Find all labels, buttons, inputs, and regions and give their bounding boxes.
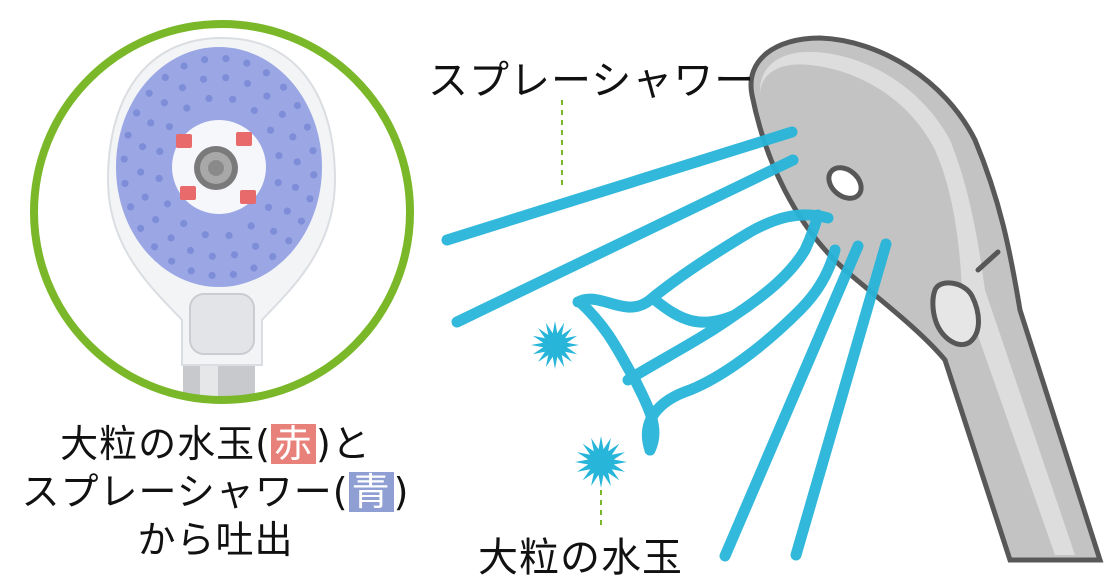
nozzle-hole bbox=[230, 251, 239, 259]
nozzle-hole bbox=[279, 83, 288, 91]
nozzle-hole bbox=[147, 119, 155, 127]
nozzle-hole bbox=[124, 131, 132, 139]
caption-line-1: 大粒の水玉(赤)と bbox=[60, 422, 371, 466]
nozzle-hole bbox=[139, 143, 147, 151]
nozzle-hole bbox=[278, 110, 286, 118]
blue-tag: 青 bbox=[348, 472, 394, 512]
spray-shower-label: スプレーシャワー bbox=[428, 58, 756, 104]
caption-line-2: スプレーシャワー(青) bbox=[21, 470, 410, 514]
nozzle-hole bbox=[168, 257, 176, 265]
nozzle-hole bbox=[167, 234, 175, 242]
nozzle-hole bbox=[178, 84, 186, 92]
nozzle-hole bbox=[243, 79, 252, 88]
spray-stream bbox=[451, 154, 799, 328]
nozzle-hole bbox=[127, 203, 135, 211]
side-switch-button bbox=[930, 280, 981, 347]
shower-face-inset bbox=[30, 20, 414, 404]
droplet-nozzle-red bbox=[180, 186, 196, 200]
shower-head-side bbox=[748, 35, 1104, 563]
spray-streams bbox=[441, 126, 892, 562]
nozzle-hole bbox=[145, 89, 153, 97]
droplet-burst-icon bbox=[531, 321, 627, 488]
spray-stream bbox=[719, 240, 864, 562]
spray-stream bbox=[441, 126, 798, 246]
droplet-wave bbox=[641, 244, 841, 456]
nozzle-hole bbox=[262, 69, 270, 77]
nozzle-hole bbox=[293, 158, 301, 166]
nozzle-hole bbox=[120, 155, 128, 163]
nozzle-hole bbox=[160, 99, 168, 107]
nozzle-hole bbox=[306, 195, 314, 203]
nozzle-hole bbox=[163, 200, 172, 208]
nozzle-hole bbox=[283, 207, 291, 215]
nozzle-hole bbox=[222, 74, 230, 82]
nozzle-hole bbox=[264, 203, 273, 211]
nozzle-hole bbox=[309, 147, 317, 155]
nozzle-hole bbox=[274, 179, 282, 187]
droplet-wave bbox=[622, 209, 824, 386]
nozzle-hole bbox=[121, 179, 129, 187]
nozzle-hole bbox=[180, 219, 188, 228]
nozzle-hole bbox=[165, 123, 174, 131]
nozzle-hole bbox=[243, 59, 251, 67]
nozzle-hole bbox=[161, 73, 169, 81]
inset-switch-button bbox=[189, 293, 255, 355]
nozzle-hole bbox=[297, 217, 305, 225]
nozzle-hole bbox=[285, 237, 293, 245]
large-droplets-label: 大粒の水玉 bbox=[478, 535, 683, 581]
nozzle-hole bbox=[225, 231, 233, 240]
nozzle-hole bbox=[186, 246, 195, 255]
nozzle-hole bbox=[289, 133, 297, 141]
nozzle-hole bbox=[133, 109, 141, 117]
nozzle-hole bbox=[252, 242, 260, 250]
nozzle-hole bbox=[152, 216, 160, 224]
nozzle-hole bbox=[250, 264, 258, 272]
nozzle-hole bbox=[269, 253, 277, 261]
nozzle-hole bbox=[266, 126, 275, 134]
droplet-nozzle-red bbox=[176, 134, 192, 148]
nozzle-hole bbox=[263, 92, 271, 100]
nozzle-hole bbox=[229, 95, 237, 103]
droplet-nozzle-red bbox=[236, 132, 252, 146]
nozzle-hole bbox=[201, 56, 209, 64]
nozzle-hole bbox=[201, 231, 209, 239]
nozzle-hole bbox=[293, 102, 301, 110]
nozzle-hole bbox=[250, 106, 258, 115]
nozzle-hole bbox=[180, 62, 188, 70]
nozzle-hole bbox=[275, 152, 283, 160]
nozzle-hole bbox=[205, 94, 213, 103]
nozzle-hole bbox=[310, 171, 318, 179]
droplet-wave bbox=[572, 209, 834, 313]
nozzle-hole bbox=[187, 267, 195, 275]
nozzle-hole bbox=[291, 183, 299, 191]
nozzle-hole bbox=[141, 193, 149, 201]
nozzle-hole bbox=[183, 104, 191, 112]
nozzle-hole bbox=[155, 174, 163, 182]
nozzle-hole bbox=[137, 168, 145, 176]
nozzle-hole bbox=[222, 55, 230, 63]
inset-caption: 大粒の水玉(赤)と スプレーシャワー(青) から吐出 bbox=[18, 420, 413, 564]
nozzle-hole bbox=[303, 123, 311, 131]
nozzle-hole bbox=[150, 243, 159, 251]
caption-line-3: から吐出 bbox=[137, 518, 294, 562]
nozzle-hole bbox=[247, 222, 255, 230]
nozzle-hole bbox=[270, 227, 278, 235]
nozzle-hole bbox=[156, 147, 164, 155]
inset-green-ring bbox=[30, 20, 414, 404]
nozzle-hole bbox=[229, 270, 237, 278]
red-tag: 赤 bbox=[270, 424, 316, 464]
spray-stream bbox=[790, 238, 892, 561]
nozzle-hole bbox=[208, 252, 216, 260]
droplet-nozzle-red bbox=[240, 190, 256, 204]
nozzle-hole bbox=[199, 75, 208, 83]
nozzle-hole bbox=[208, 271, 216, 279]
nozzle-hole bbox=[137, 224, 145, 232]
